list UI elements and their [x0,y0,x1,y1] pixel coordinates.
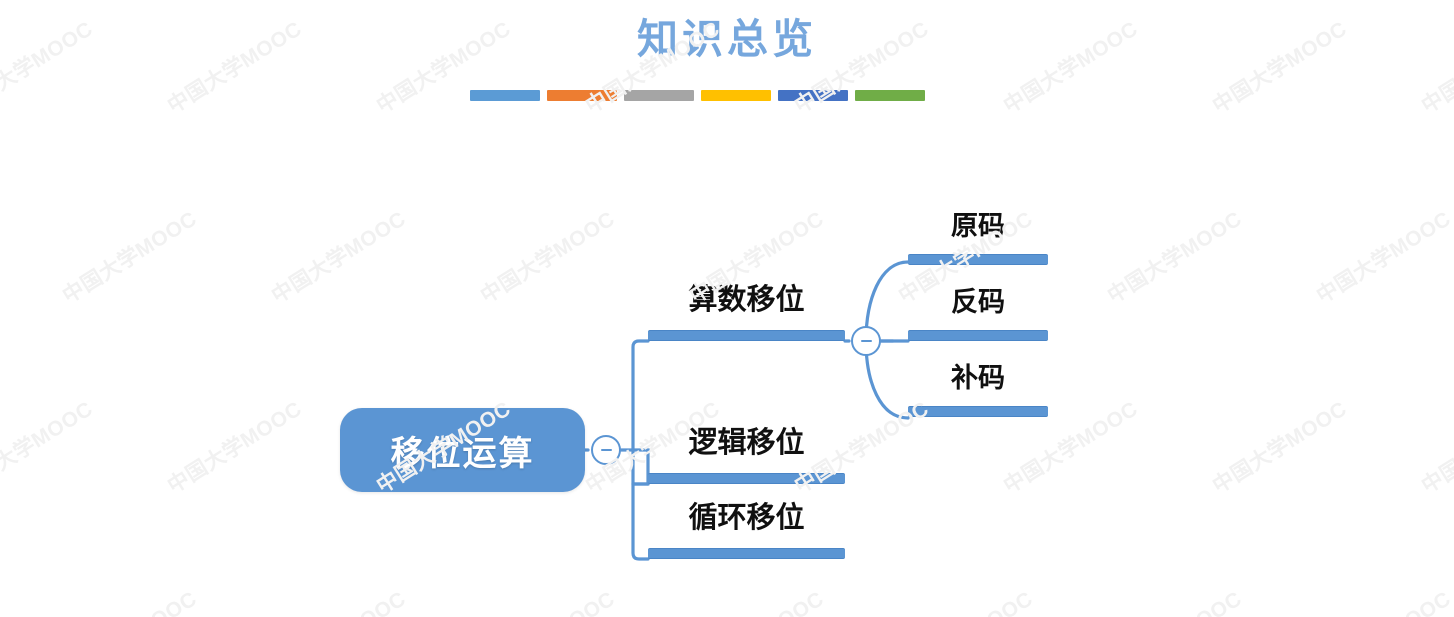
mindmap-node-label: 循环移位 [688,502,805,534]
mindmap-node-underline [648,473,845,485]
mindmap-node-logical-shift[interactable]: 逻辑移位 [648,427,845,485]
minus-icon [860,340,872,342]
mindmap-node-true-form[interactable]: 原码 [908,211,1048,266]
mindmap-node-label: 算数移位 [688,284,805,316]
connector-trunk-to-logic [631,448,650,486]
mindmap-node-underline [908,254,1048,266]
mindmap-node-label: 反码 [951,287,1005,317]
mindmap-node-label: 逻辑移位 [688,427,805,459]
mindmap-root-node[interactable]: 移位运算 [340,408,585,492]
mindmap-node-arithmetic-shift[interactable]: 算数移位 [648,284,845,342]
rule-segment-blue [470,90,540,101]
collapse-toggle-arithmetic-shift[interactable] [851,326,881,356]
rule-segment-orange [547,90,617,101]
mindmap-node-ones-complement[interactable]: 反码 [908,287,1048,342]
rule-segment-yellow [701,90,771,101]
mindmap-node-underline [908,406,1048,418]
mindmap-node-underline [648,330,845,342]
rule-segment-darkblue [778,90,848,101]
mindmap-node-underline [648,548,845,560]
mindmap-node-label: 补码 [951,363,1005,393]
minus-icon [600,449,612,451]
rule-segment-gray [624,90,694,101]
mindmap-node-circular-shift[interactable]: 循环移位 [648,502,845,560]
mindmap-node-underline [908,330,1048,342]
mindmap-node-twos-complement[interactable]: 补码 [908,363,1048,418]
title-rule [470,90,925,101]
mindmap-root-label: 移位运算 [390,434,535,473]
title-block: 知识总览 [0,14,1454,65]
rule-segment-green [855,90,925,101]
page-title: 知识总览 [637,16,817,62]
collapse-toggle-root[interactable] [591,435,621,465]
mindmap-node-label: 原码 [951,211,1005,241]
